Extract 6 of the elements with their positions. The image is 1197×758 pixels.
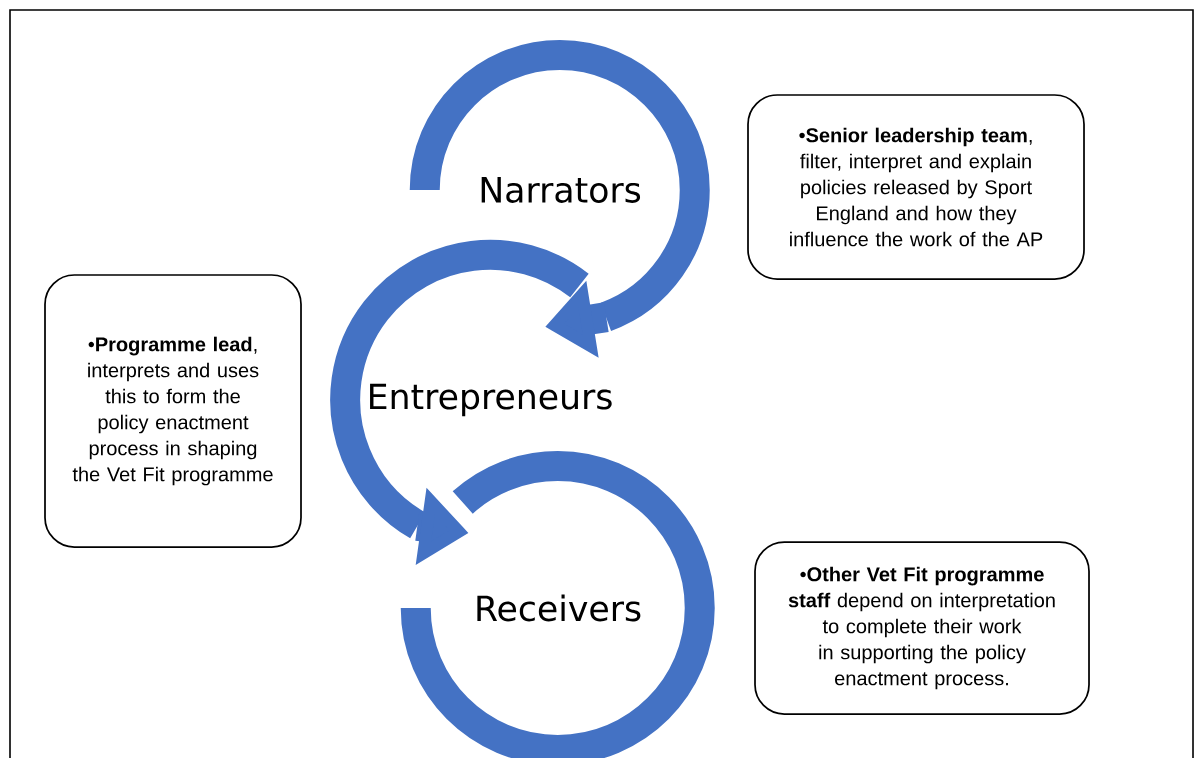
ring-band: Entrepreneurs bbox=[330, 239, 612, 539]
ring-band: Receivers bbox=[400, 451, 715, 758]
text-box: •Senior leadership team, filter, interpret and explain policies released by Sport England and how they influence the work of the AP bbox=[747, 94, 1085, 280]
text-box: •Programme lead, interprets and uses this to form the policy enactment process in shaping the Vet Fit programme bbox=[44, 274, 302, 548]
text-box: •Other Vet Fit programme staff depend on interpretation to complete their work in supporting the policy enactment process. bbox=[754, 541, 1090, 715]
ring-band: Narrators bbox=[409, 40, 710, 331]
